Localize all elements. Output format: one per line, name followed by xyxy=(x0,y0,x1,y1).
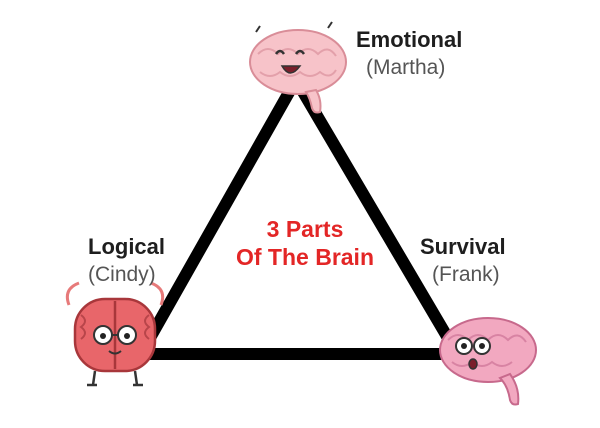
title-line-2: Of The Brain xyxy=(235,244,374,270)
node-nickname: (Cindy) xyxy=(88,263,156,286)
red-brain-with-glasses-icon xyxy=(65,281,165,387)
title-line-1: 3 Parts xyxy=(266,216,344,242)
surprised-pink-brain-icon xyxy=(439,317,537,406)
diagram-title: 3 Parts Of The Brain xyxy=(190,215,420,271)
node-name: Logical xyxy=(88,234,166,259)
node-logical: Logical (Cindy) xyxy=(88,234,166,286)
happy-pink-brain-icon xyxy=(249,21,347,114)
triangle xyxy=(136,74,461,360)
edge-emotional-logical xyxy=(136,74,302,358)
node-name: Emotional xyxy=(356,27,463,52)
node-nickname: (Frank) xyxy=(432,263,500,286)
edge-emotional-survival xyxy=(290,74,461,356)
node-nickname: (Martha) xyxy=(366,56,446,79)
node-name: Survival xyxy=(420,234,506,259)
node-emotional: Emotional (Martha) xyxy=(356,27,463,79)
node-survival: Survival (Frank) xyxy=(420,234,506,286)
